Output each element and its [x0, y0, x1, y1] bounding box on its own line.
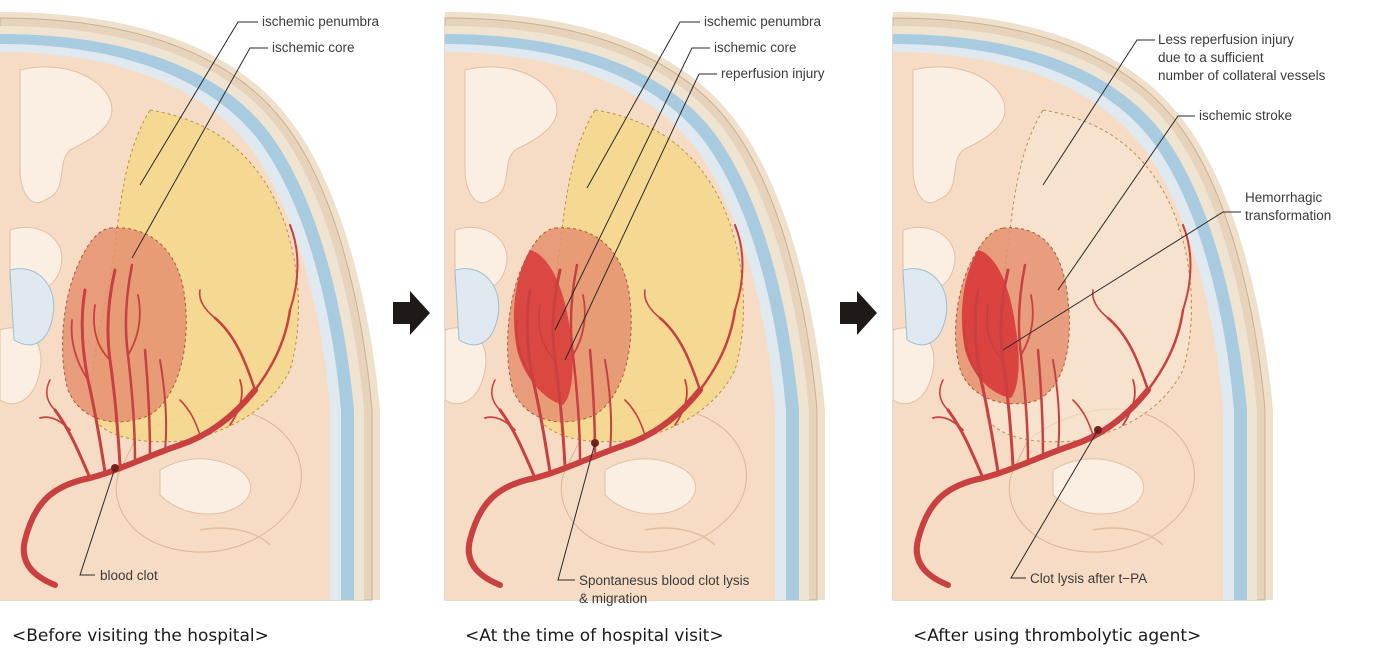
label-ischemic-penumbra: ischemic penumbra — [704, 14, 822, 29]
label-ischemic-core: ischemic core — [272, 40, 355, 55]
label-ischemic-core: ischemic core — [714, 40, 797, 55]
label-ischemic-stroke: ischemic stroke — [1199, 108, 1292, 123]
caption-before: <Before visiting the hospital> — [12, 626, 269, 646]
label-clot-lysis-line1: Spontanesus blood clot lysis — [579, 573, 750, 588]
arrow-right-icon — [840, 291, 877, 335]
label-clot-lysis-line2: & migration — [579, 591, 647, 606]
label-less-reperfusion-line2: due to a sufficient — [1158, 50, 1264, 65]
panel-after-thrombolysis: Less reperfusion injury due to a suffici… — [893, 12, 1331, 646]
label-less-reperfusion-line3: number of collateral vessels — [1158, 68, 1326, 83]
panel-hospital-visit: ischemic penumbra ischemic core reperfus… — [445, 12, 825, 646]
label-ischemic-penumbra: ischemic penumbra — [262, 14, 380, 29]
label-less-reperfusion-line1: Less reperfusion injury — [1158, 32, 1294, 47]
label-hemorrhagic-line2: transformation — [1245, 208, 1331, 223]
label-reperfusion-injury: reperfusion injury — [721, 66, 825, 81]
caption-hospital-visit: <At the time of hospital visit> — [465, 626, 724, 646]
label-hemorrhagic-line1: Hemorrhagic — [1245, 190, 1323, 205]
panel-before: ischemic penumbra ischemic core blood cl… — [0, 12, 380, 646]
caption-after-thrombolysis: <After using thrombolytic agent> — [913, 626, 1201, 646]
arrow-right-icon — [393, 291, 430, 335]
label-clot-lysis-tpa: Clot lysis after t−PA — [1030, 571, 1147, 586]
label-blood-clot: blood clot — [100, 568, 158, 583]
